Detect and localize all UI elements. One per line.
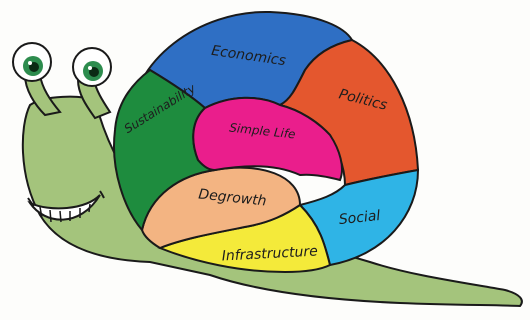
label-simple-life: Simple Life xyxy=(229,121,297,142)
snail-shell xyxy=(113,10,420,274)
smile xyxy=(27,190,105,223)
right-eye xyxy=(72,47,112,87)
segment-simple-life xyxy=(192,96,343,182)
label-infrastructure: Infrastructure xyxy=(221,244,318,265)
label-degrowth: Degrowth xyxy=(198,186,268,209)
label-social: Social xyxy=(338,208,381,228)
label-simple-life-text: Simple Life xyxy=(229,121,297,142)
left-eye-stalk xyxy=(23,74,62,117)
left-eye xyxy=(12,42,52,82)
